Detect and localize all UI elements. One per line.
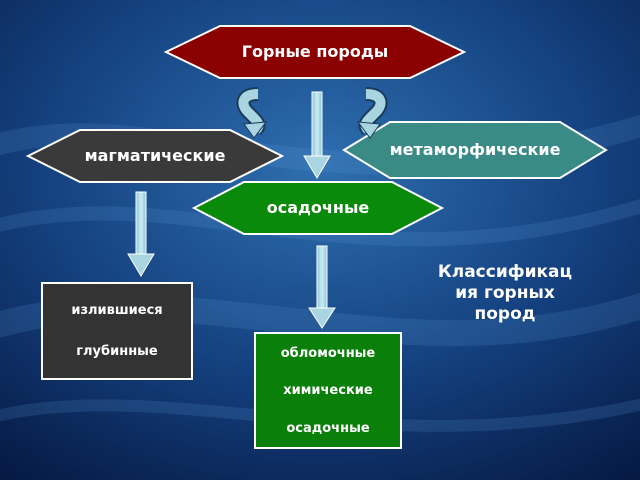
magmatic-subtypes-box (41, 282, 193, 380)
caption-line-3: пород (474, 304, 536, 324)
magmatic-subtype-intrusive: глубинные (76, 344, 158, 359)
sedimentary-node (191, 181, 445, 235)
caption-line-2: ия горных (455, 283, 555, 303)
curved-arrow-to-magmatic (236, 87, 268, 139)
arrow-to-sedimentary-subtypes (308, 245, 336, 329)
sedimentary-subtype-chemical: химические (283, 383, 373, 398)
sedimentary-subtypes-box (254, 332, 402, 449)
arrow-to-sedimentary (303, 91, 331, 179)
magmatic-subtype-effusive: излившиеся (71, 303, 163, 318)
classification-caption: Классификац ия горных пород (420, 262, 590, 325)
root-node (163, 25, 467, 79)
root-label: Горные породы (241, 42, 389, 61)
sedimentary-subtype-sedimentary: осадочные (286, 421, 370, 436)
magmatic-label: магматические (84, 146, 226, 165)
metamorphic-node (342, 121, 608, 179)
curved-arrow-to-metamorphic (356, 87, 388, 139)
magmatic-node (25, 129, 285, 183)
caption-line-1: Классификац (437, 262, 573, 282)
metamorphic-label: метаморфические (389, 140, 561, 159)
sedimentary-subtype-clastic: обломочные (280, 346, 376, 361)
sedimentary-label: осадочные (266, 198, 370, 217)
arrow-to-magmatic-subtypes (127, 191, 155, 277)
